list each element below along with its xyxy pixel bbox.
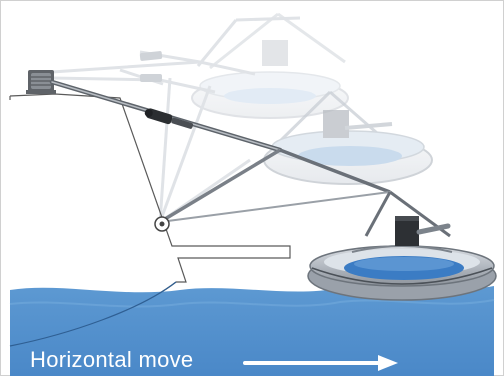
caption-horizontal-move: Horizontal move (30, 347, 193, 373)
pivot-joint-icon (155, 217, 169, 231)
boat-lowered (308, 216, 496, 300)
